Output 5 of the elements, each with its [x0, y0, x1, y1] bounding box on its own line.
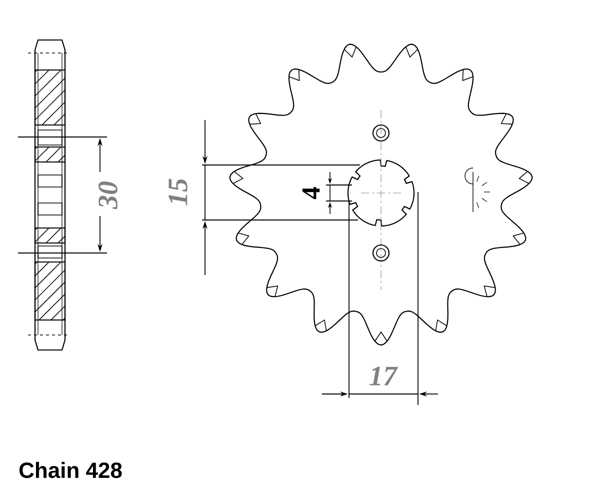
chain-label: Chain 428: [19, 462, 122, 478]
dimension-label: 4: [302, 186, 320, 200]
dimension-label: 15: [168, 178, 188, 206]
dimension-label: 30: [98, 182, 118, 210]
dimension-label: 17: [370, 366, 398, 386]
